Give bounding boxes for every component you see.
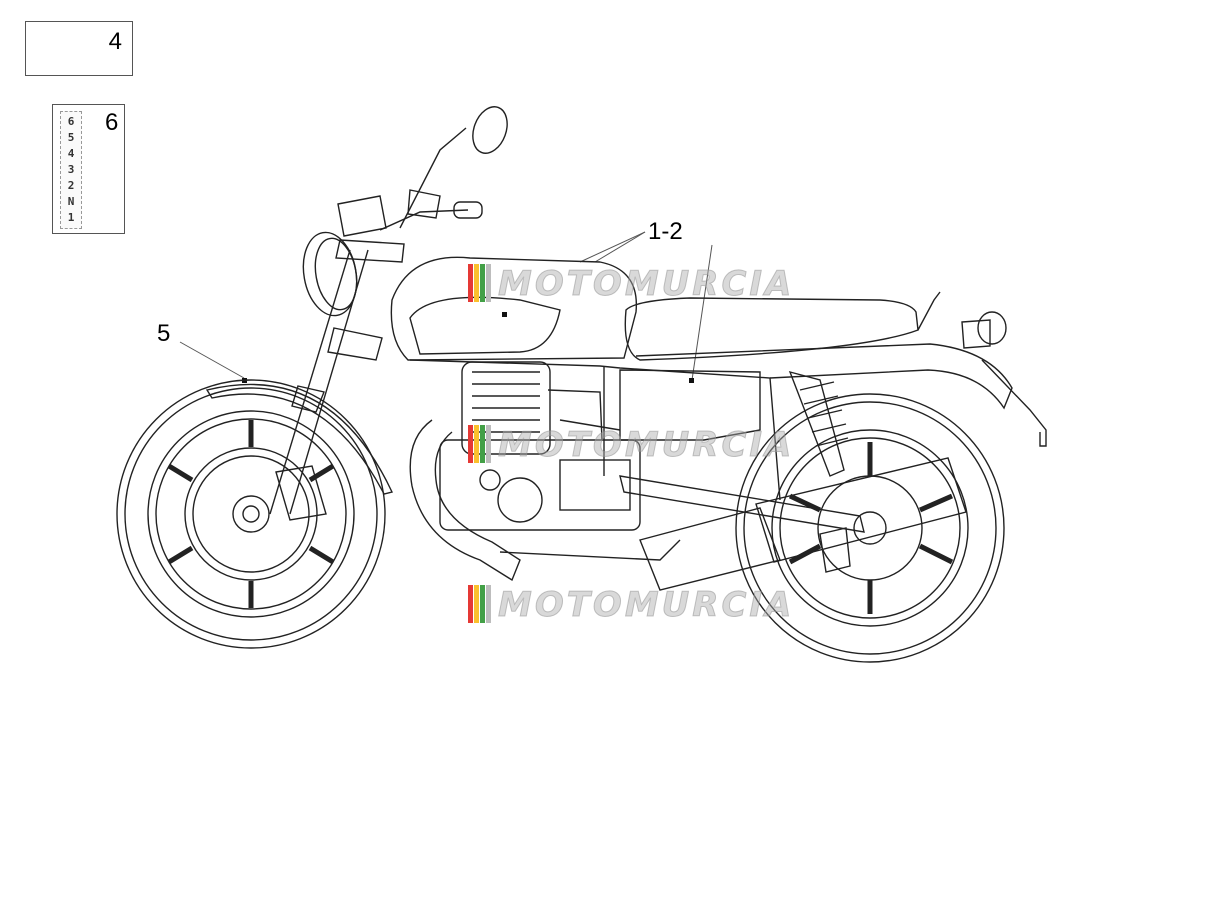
gear-label: 5 [67,131,75,144]
handlebar [337,106,508,237]
gear-indicator-sticker: 6 5 4 3 2 N 1 [60,111,82,229]
legend-box-4: 4 [25,21,133,76]
gear-label: N [67,195,75,208]
gear-label: 2 [67,179,75,192]
watermark-stripes [468,585,494,623]
tail-light [961,311,1047,447]
fuel-tank [390,256,638,361]
watermark-stripes [468,264,494,302]
exhaust [409,419,967,591]
headlight [302,231,358,317]
gear-label: 6 [67,115,75,128]
front-caliper [275,465,327,521]
rear-shock [788,370,849,477]
gear-list: 6 5 4 3 2 N 1 [61,112,81,226]
watermark-text: MOTOMURCIA [497,425,795,466]
gear-label: 3 [67,163,75,176]
seat [624,297,919,361]
legend-number-4: 4 [108,28,122,55]
rear-caliper [819,527,851,573]
watermark-text: MOTOMURCIA [497,264,795,305]
gear-label: 4 [67,147,75,160]
legend-number-6: 6 [105,109,119,136]
front-wheel [116,379,386,649]
legend-box-6: 6 5 4 3 2 N 1 6 [52,104,125,234]
frame [409,291,1013,501]
callout-label-1-2: 1-2 [648,218,683,245]
front-mudguard [205,383,393,495]
swingarm [619,475,865,533]
engine [439,361,641,531]
watermark-text: MOTOMURCIA [497,585,795,626]
watermark-stripes [468,425,494,463]
gear-label: 1 [67,211,75,224]
callout-label-5: 5 [157,320,171,347]
